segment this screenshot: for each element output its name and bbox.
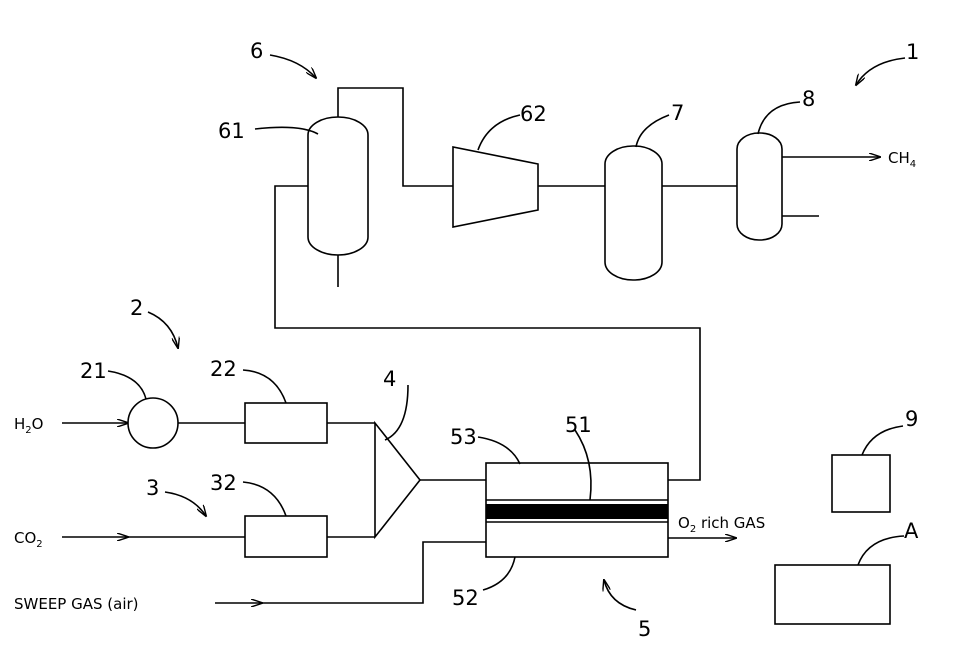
compressor-62 <box>453 147 538 227</box>
label-co2: CO2 <box>14 529 43 550</box>
leader-arrow-6 <box>270 55 316 78</box>
numeral-7: 7 <box>671 101 684 125</box>
numeral-a: A <box>904 519 919 543</box>
leader-arrow-2 <box>148 312 178 348</box>
leader-arrow-5 <box>604 580 636 610</box>
label-ch4: CH4 <box>888 149 916 170</box>
numeral-4: 4 <box>383 367 396 391</box>
label-o2-rich-gas: O2 rich GAS <box>678 514 765 535</box>
leader-62 <box>478 115 520 150</box>
unit-a <box>775 565 890 624</box>
numeral-22: 22 <box>210 357 237 381</box>
heater-32 <box>245 516 327 557</box>
numeral-62: 62 <box>520 102 547 126</box>
equipment <box>128 117 890 624</box>
leader-32 <box>243 482 286 516</box>
numeral-6: 6 <box>250 39 263 63</box>
numeral-1: 1 <box>906 40 919 64</box>
leader-a <box>858 536 904 565</box>
separator-8 <box>737 133 782 240</box>
numeral-53: 53 <box>450 425 477 449</box>
label-sweep-gas: SWEEP GAS (air) <box>14 595 139 613</box>
numeral-8: 8 <box>802 87 815 111</box>
membrane-51 <box>486 504 668 519</box>
leader-4 <box>385 385 408 440</box>
controller-9 <box>832 455 890 512</box>
leader-arrow-3 <box>165 492 206 516</box>
numeral-21: 21 <box>80 359 107 383</box>
heater-22 <box>245 403 327 443</box>
gas-liquid-separator-61 <box>308 117 368 255</box>
numeral-9: 9 <box>905 407 918 431</box>
pump-21 <box>128 398 178 448</box>
numeral-2: 2 <box>130 296 143 320</box>
mixer-4 <box>375 423 420 537</box>
reactor-7 <box>605 146 662 280</box>
leader-22 <box>243 370 286 403</box>
leader-21 <box>108 371 146 399</box>
leader-53 <box>478 437 520 464</box>
label-h2o: H2O <box>14 415 43 436</box>
leader-9 <box>862 426 903 455</box>
numeral-52: 52 <box>452 586 479 610</box>
numeral-61: 61 <box>218 119 245 143</box>
numeral-5: 5 <box>638 617 651 641</box>
leader-52 <box>483 557 515 590</box>
leader-arrow-1 <box>856 58 905 85</box>
leader-7 <box>636 115 669 147</box>
electrolysis-cell-5 <box>486 463 668 557</box>
numeral-32: 32 <box>210 471 237 495</box>
numeral-3: 3 <box>146 476 159 500</box>
numeral-51: 51 <box>565 413 592 437</box>
leader-8 <box>758 102 800 134</box>
